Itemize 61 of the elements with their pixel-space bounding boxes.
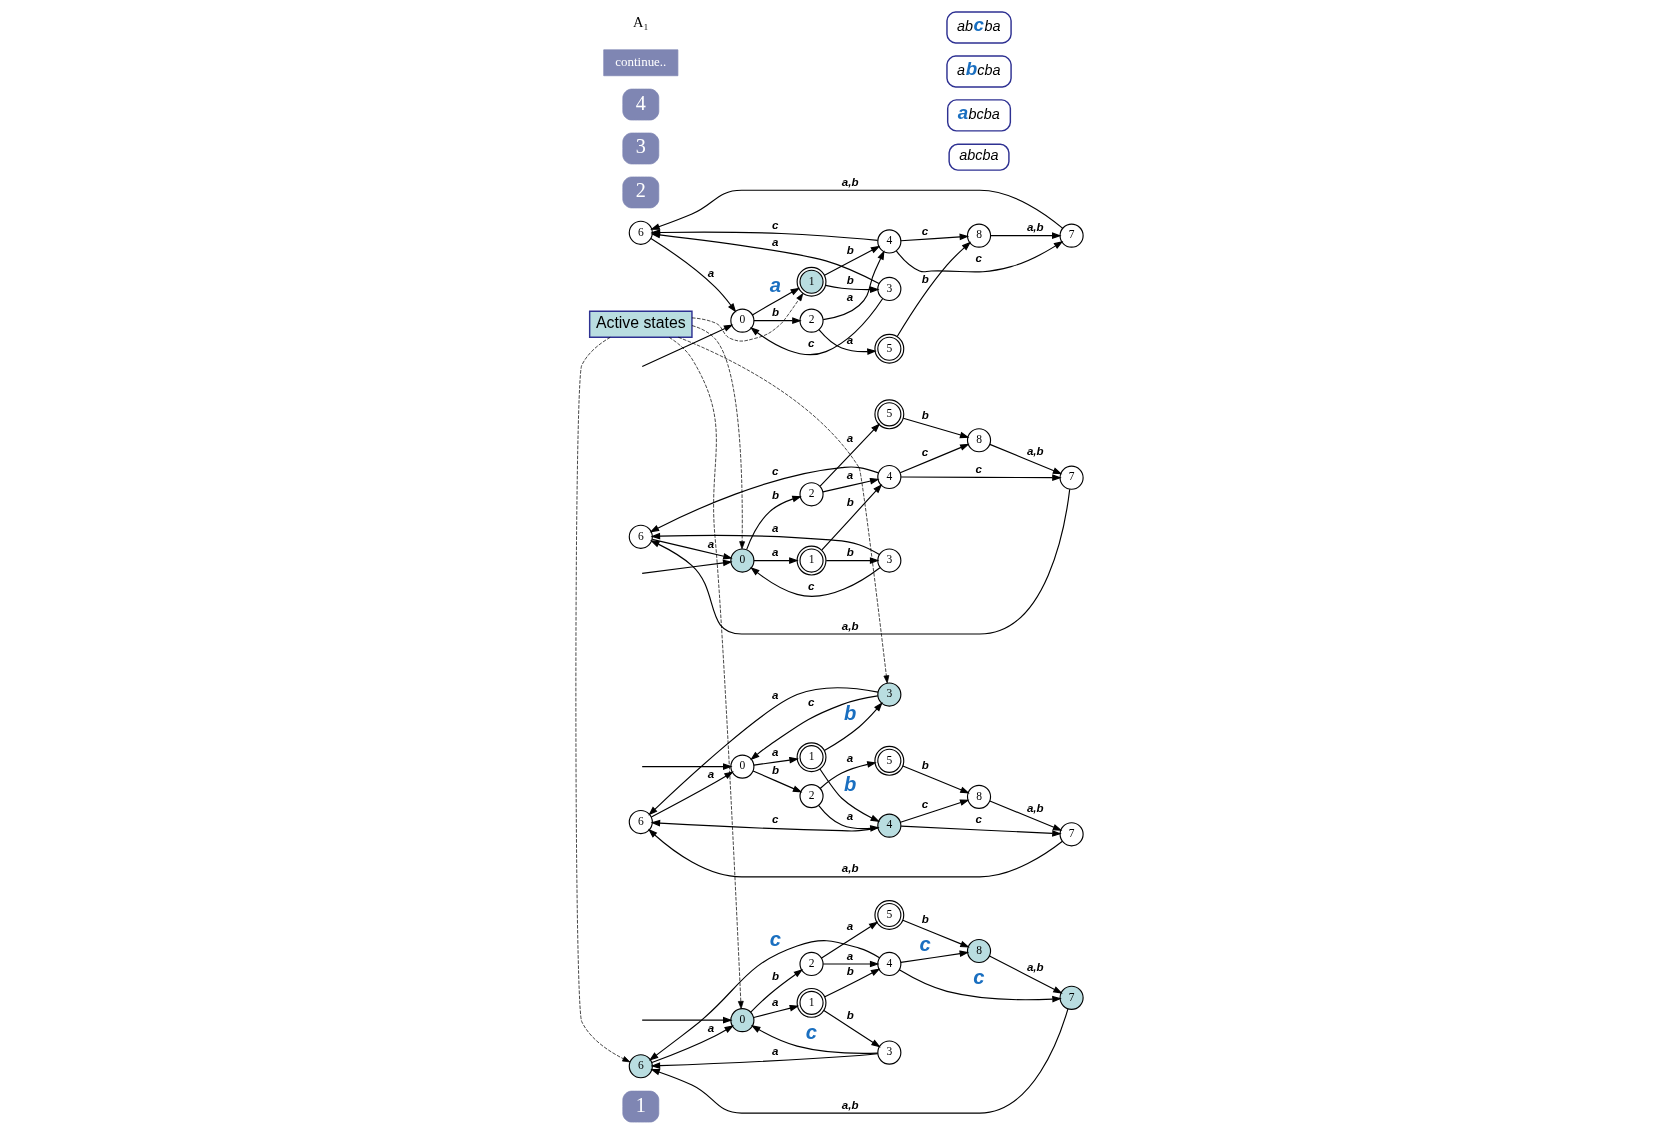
edge-label: a [769,274,781,297]
edge-label: b [846,1008,854,1021]
edge-label: a [707,267,714,280]
edge-label: b [846,546,854,559]
edge-label: b [843,773,856,796]
edge-label: a [846,949,853,962]
edge-label: a [707,1021,714,1034]
edge-label: c [807,695,814,708]
edge-label: b [771,306,779,319]
edge-label: c [972,966,984,989]
edge-label: a [771,521,778,534]
edge-label: a [707,767,714,780]
edge-label: a [846,752,853,765]
edge-label: c [769,927,781,950]
label: A₁ [632,14,649,31]
edge-label: c [921,798,928,811]
edge-label: c [974,252,982,265]
edge-label: c [771,464,778,477]
edge-label: c [771,219,778,232]
edge-label: a,b [1026,801,1044,814]
edge-label: a [771,746,778,759]
edge-label: c [974,462,982,475]
edge-label: a [771,1045,778,1058]
edge-label: c [805,1021,817,1044]
edge-label: c [771,813,778,826]
edge-label: b [843,702,856,725]
edge-label: b [846,243,854,256]
edge-label: a [846,291,853,304]
edge-label: a [771,235,778,248]
edge-label: a [707,538,714,551]
edge-label: c [974,813,982,826]
edge-label: c [807,579,814,592]
edge-label: a,b [841,1098,858,1111]
edge-label: c [921,224,928,237]
edge-label: a [771,995,778,1008]
edge-label: a,b [1026,961,1044,974]
edge-label: a [846,810,853,823]
edge-label: b [771,763,779,776]
edge-label: a [771,688,778,701]
edge-label: c [919,933,931,956]
edge-label: a,b [841,619,858,632]
edge-label: c [807,337,814,350]
edge-label: b [771,489,779,502]
edge-label: b [846,273,854,286]
edge-label: a [846,333,853,346]
edge-label: a [846,469,853,482]
edge-label: a [771,546,778,559]
edge-label: b [846,496,854,509]
edge-label: a [846,919,853,932]
edge-label: a,b [841,862,858,875]
edge-label: c [921,445,928,458]
edge-label: b [921,273,929,286]
edge-label: a [846,432,853,445]
edge-label: a,b [1026,221,1044,234]
edge-label: b [921,758,929,771]
edge-label: b [921,409,929,422]
edge-label: a,b [841,175,858,188]
edge-label: a,b [1026,445,1044,458]
edge-label: b [846,965,854,978]
edge-label: b [771,970,779,983]
edge-label: b [921,912,929,925]
